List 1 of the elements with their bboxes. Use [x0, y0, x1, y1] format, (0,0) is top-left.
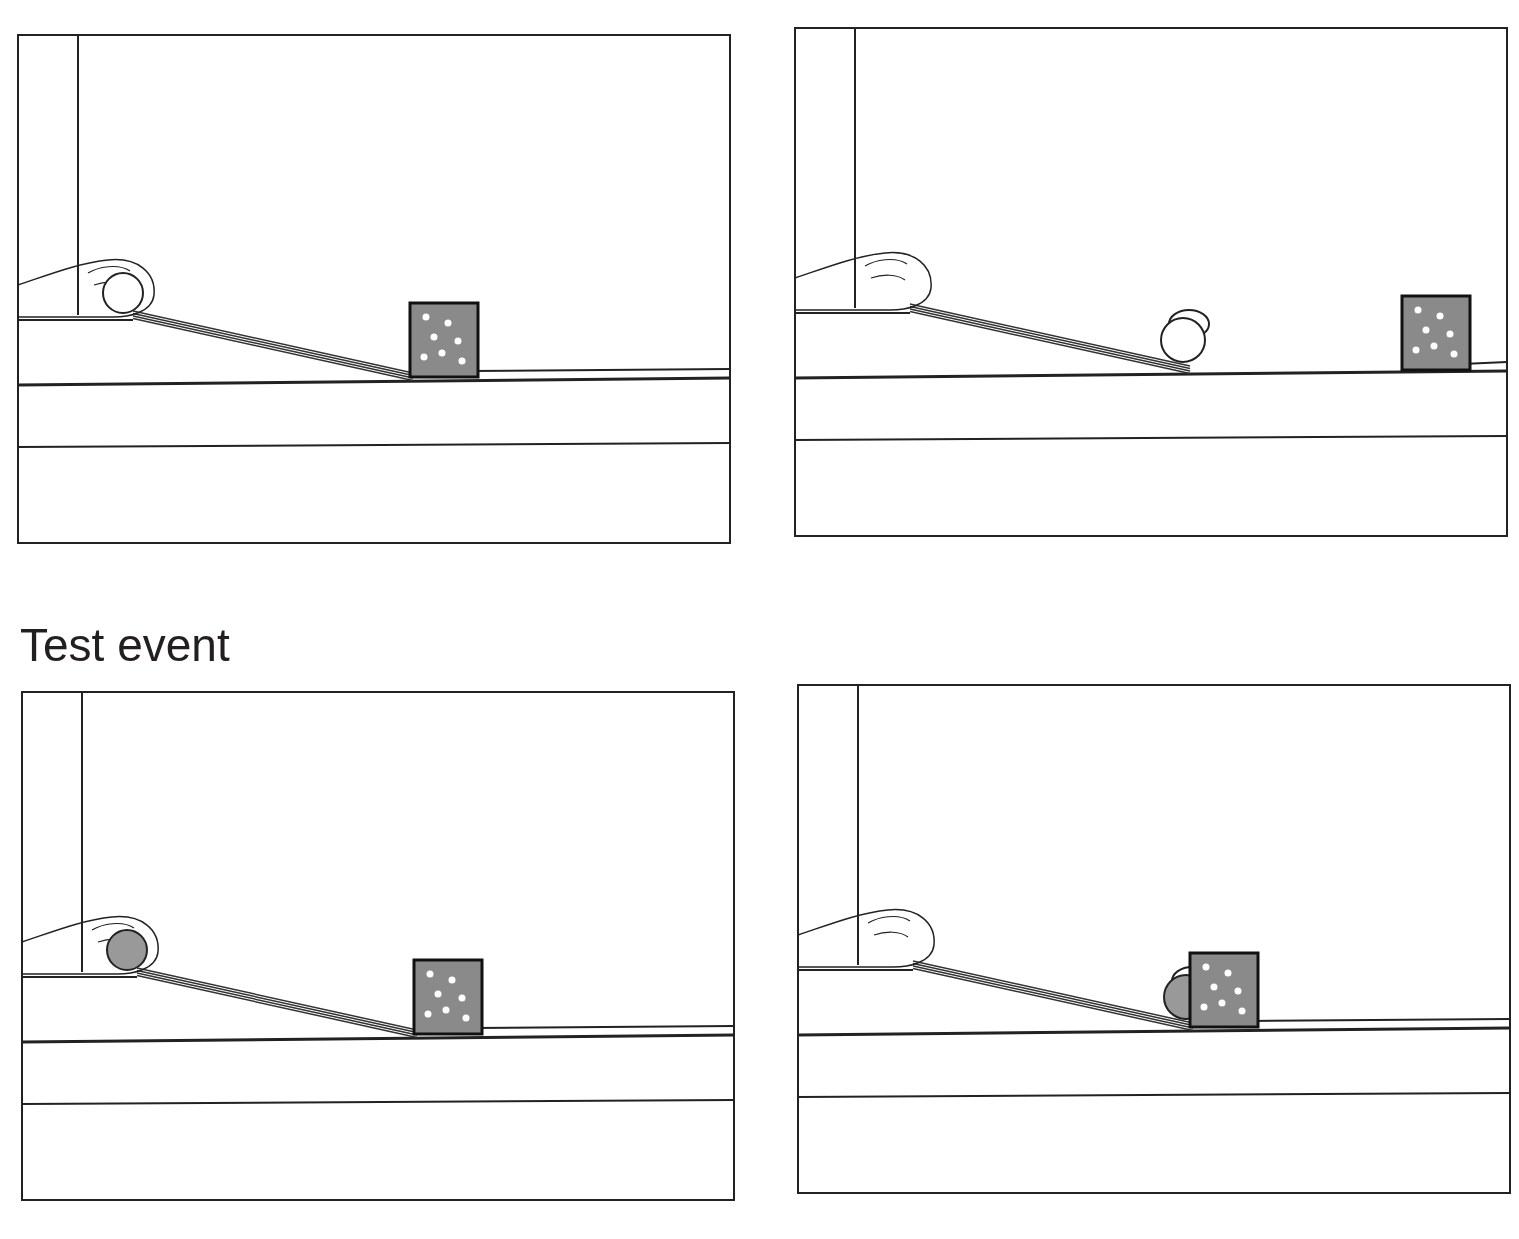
section-heading: Test event	[20, 618, 230, 672]
